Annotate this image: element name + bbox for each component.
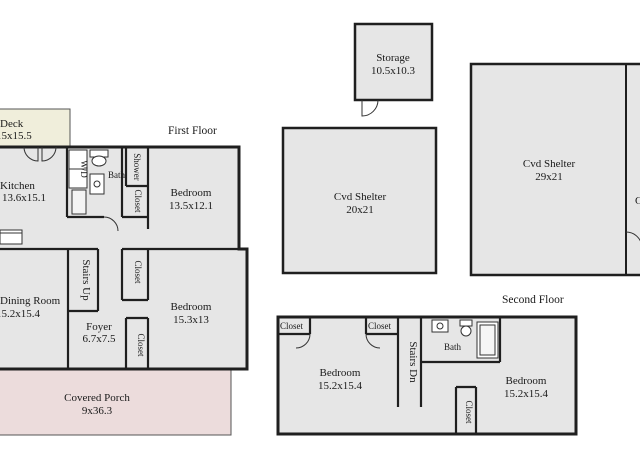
closet-left-label: Closet: [280, 321, 304, 331]
stairs-down-label: Stairs Dn: [407, 341, 419, 383]
kitchen-island: [0, 229, 23, 245]
covered-porch-area: [0, 368, 232, 436]
first-floor-outline: [0, 145, 249, 371]
storage-room: [353, 22, 434, 102]
washer-dryer-label: W/D: [79, 160, 89, 178]
bedroom-1-dims: 13.5x12.1: [169, 200, 213, 212]
bedroom-1-name: Bedroom: [171, 187, 212, 199]
covered-porch-dims: 9x36.3: [82, 405, 113, 417]
covered-porch-name: Covered Porch: [64, 392, 130, 404]
closet-c-label: Closet: [136, 333, 146, 357]
bedroom-right-dims: 15.2x15.4: [504, 388, 549, 400]
toilet-2: [460, 325, 472, 337]
cvd-shelter-small-dims: 20x21: [346, 204, 374, 216]
covered-shelter-large-door: [625, 231, 640, 242]
bedroom-right-name: Bedroom: [506, 375, 547, 387]
bedroom-left-dims: 15.2x15.4: [318, 380, 363, 392]
first-floor: First Floor Deck 15x15.5 Kitchen 13.6x15…: [0, 108, 249, 436]
kitchen-dims: 13.6x15.1: [2, 192, 46, 204]
covered-shelter-small: [281, 126, 438, 275]
stairs-up-label: Stairs Up: [80, 259, 92, 301]
closet-mid-label: Closet: [368, 321, 392, 331]
toilet: [91, 155, 107, 167]
storage-name: Storage: [376, 52, 410, 64]
first-floor-walls: [0, 147, 239, 369]
dining-room-name: Dining Room: [0, 295, 61, 307]
second-floor-fixtures: [295, 319, 499, 359]
cut-off-label: C: [635, 195, 640, 207]
first-floor-title: First Floor: [168, 125, 217, 137]
second-floor-title: Second Floor: [502, 294, 564, 306]
foyer-dims: 6.7x7.5: [83, 333, 117, 345]
second-floor-outline: [276, 315, 578, 436]
second-floor: Second Floor: [276, 294, 578, 436]
outbuildings: Storage 10.5x10.3 Cvd Shelter 20x21 Cvd …: [281, 22, 640, 277]
dining-room-dims: 15.2x15.4: [0, 308, 41, 320]
storage-dims: 10.5x10.3: [371, 65, 416, 77]
storage-door: [361, 99, 379, 117]
covered-shelter-large: [469, 62, 640, 277]
second-floor-walls: [278, 317, 502, 434]
closet-b-label: Closet: [133, 260, 143, 284]
cvd-shelter-large-name: Cvd Shelter: [523, 158, 576, 170]
deck-area: [0, 108, 71, 148]
closet-right-label: Closet: [464, 400, 474, 424]
bedroom-2-name: Bedroom: [171, 301, 212, 313]
bedroom-2-dims: 15.3x13: [173, 314, 209, 326]
kitchen-name: Kitchen: [0, 180, 35, 192]
deck-name: Deck: [0, 118, 24, 130]
deck-dims: 15x15.5: [0, 130, 32, 142]
foyer-name: Foyer: [86, 321, 112, 333]
closet-a-label: Closet: [133, 189, 143, 213]
cvd-shelter-small-name: Cvd Shelter: [334, 191, 387, 203]
bedroom-left-name: Bedroom: [320, 367, 361, 379]
shower-label: Shower: [132, 153, 142, 181]
bath-label: Bath: [108, 170, 125, 180]
bath-2-label: Bath: [444, 342, 461, 352]
cvd-shelter-large-dims: 29x21: [535, 171, 563, 183]
first-floor-fixtures: [0, 146, 119, 245]
